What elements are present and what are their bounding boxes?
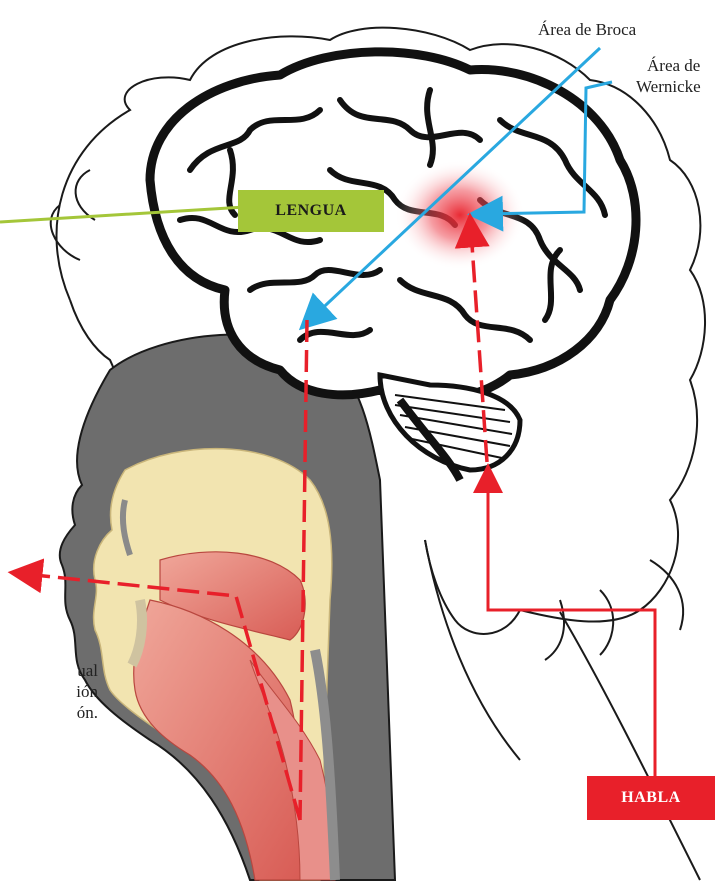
lengua-label: LENGUA (238, 190, 384, 232)
broca-label: Área de Broca (538, 20, 636, 40)
side-text-line3: ón. (0, 702, 98, 723)
throat-cross-section (60, 335, 395, 880)
cropped-side-text: ual ión ón. (0, 660, 98, 723)
habla-pathway (488, 478, 655, 780)
side-text-line1: ual (0, 660, 98, 681)
wernicke-label-line2: Wernicke (636, 77, 701, 97)
wernicke-label-line1: Área de (647, 56, 700, 76)
side-text-line2: ión (0, 681, 98, 702)
habla-label: HABLA (587, 776, 715, 820)
